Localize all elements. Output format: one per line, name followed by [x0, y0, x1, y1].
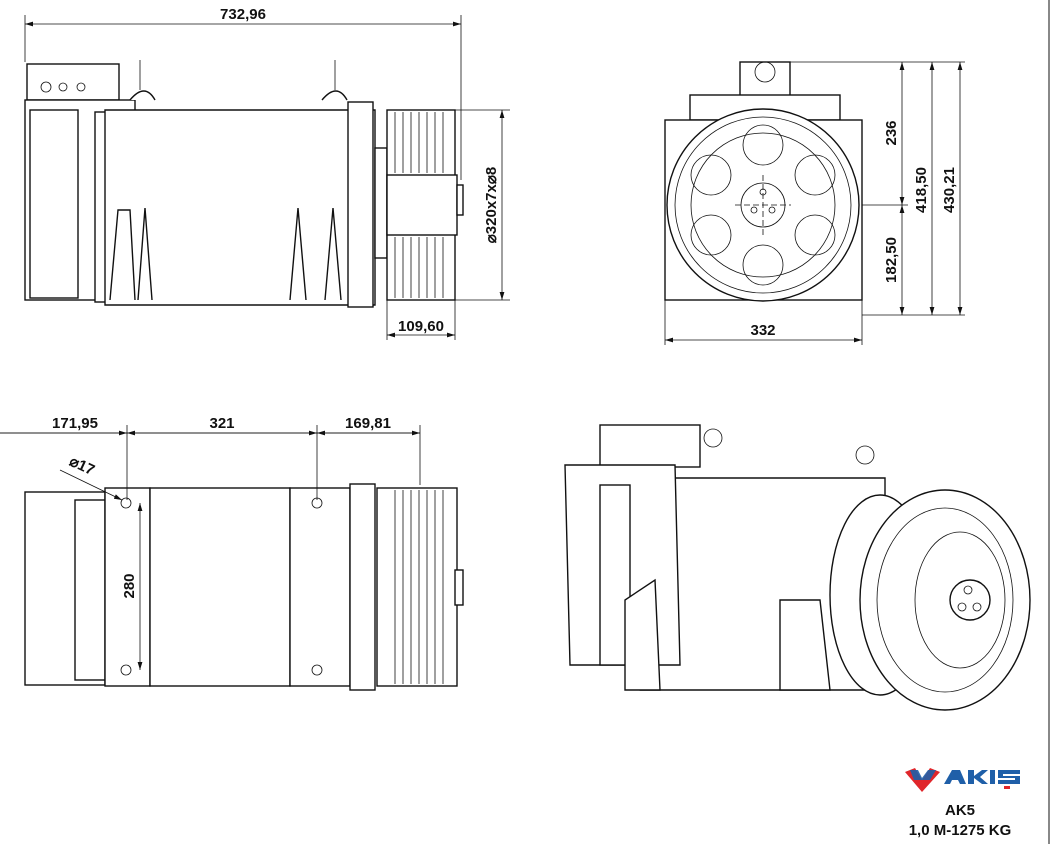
dim-height-to-base: 418,50: [913, 167, 930, 213]
top-view: 171,95 321 169,81 ⌀17 280: [0, 415, 464, 691]
isometric-view: [564, 424, 1031, 711]
model-spec: 1,0 M-1275 KG: [908, 822, 1012, 839]
dim-overall-length: 732,96: [220, 6, 266, 23]
side-view: 732,96 ⌀320x7x⌀8 109,60: [24, 6, 510, 340]
dim-pulley-spec: ⌀320x7x⌀8: [483, 167, 500, 243]
dim-total-height: 430,21: [941, 167, 958, 213]
akis-logo: [905, 768, 1020, 792]
dim-left-offset: 171,95: [52, 415, 98, 432]
dim-hole-spacing: 321: [209, 415, 234, 432]
dim-right-offset: 169,81: [345, 415, 391, 432]
page-edge: [1048, 0, 1050, 844]
dim-lower-height: 182,50: [883, 237, 900, 283]
dim-upper-height: 236: [883, 120, 900, 145]
dim-hole-width: 280: [121, 573, 138, 598]
front-view: 332 236 182,50 418,50 430,21: [664, 61, 965, 345]
model-label: AK5: [944, 802, 975, 819]
dim-width: 332: [750, 322, 775, 339]
dim-pulley-width: 109,60: [398, 318, 444, 335]
